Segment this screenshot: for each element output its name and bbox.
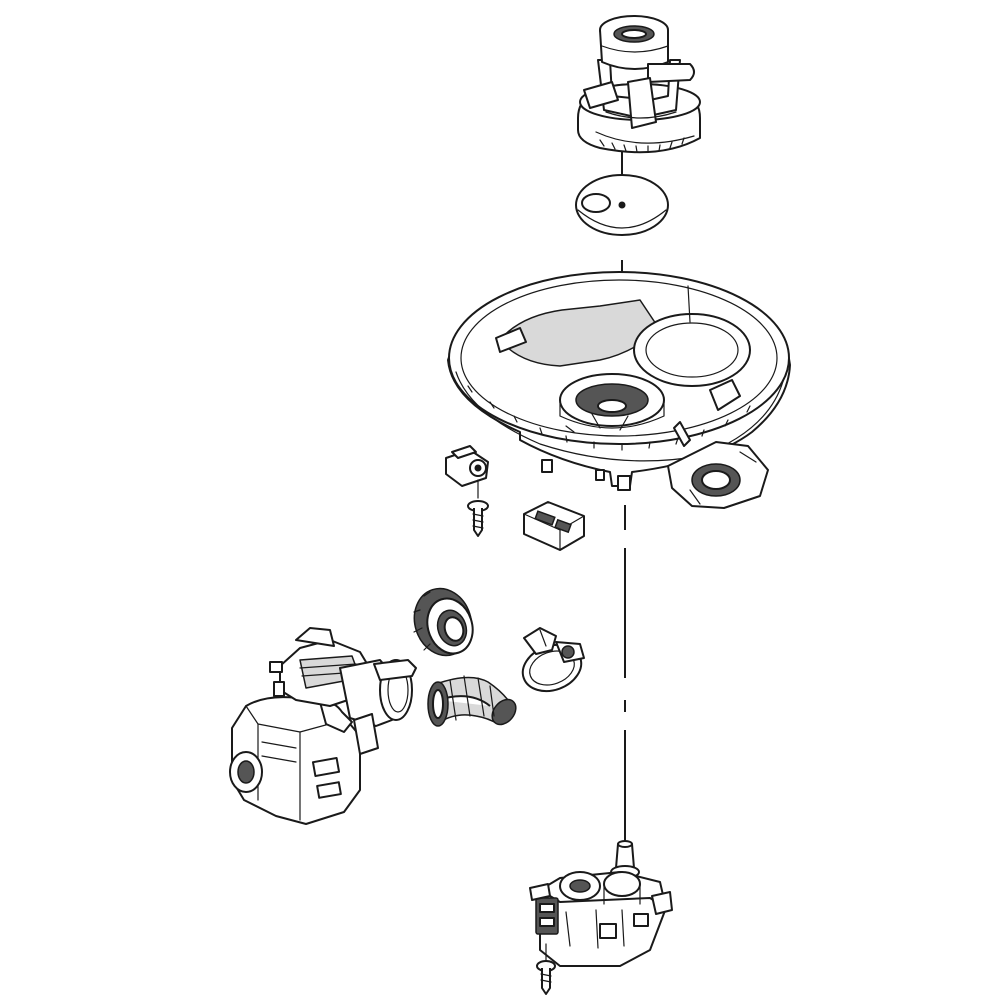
pump-seal-ring xyxy=(413,587,474,657)
hose-clamp xyxy=(521,627,585,693)
circulation-pump-motor xyxy=(229,627,417,825)
diverter-screw xyxy=(536,943,556,995)
assembly-axis xyxy=(621,150,626,845)
diverter-valve-motor xyxy=(529,840,673,967)
filter-seal-disc xyxy=(575,174,669,236)
rubber-grommet xyxy=(523,501,585,551)
mounting-bracket xyxy=(445,445,489,487)
bracket-screw xyxy=(467,479,489,537)
elbow-hose xyxy=(427,675,517,727)
sump-basin xyxy=(447,271,791,509)
filter-housing xyxy=(577,15,701,154)
